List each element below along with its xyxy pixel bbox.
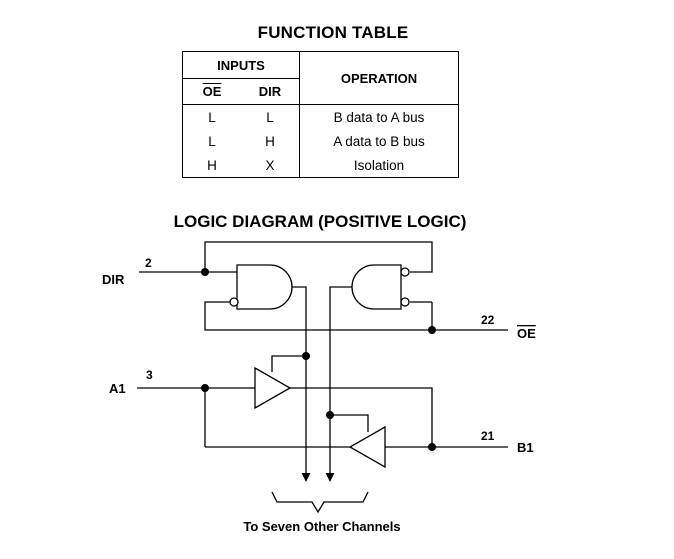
logic-diagram-title: LOGIC DIAGRAM (POSITIVE LOGIC): [174, 212, 467, 231]
table-row: L L B data to A bus: [183, 104, 459, 129]
function-table: INPUTS OPERATION OE DIR L L B data to A …: [182, 51, 459, 178]
dir-cell: L: [241, 104, 300, 129]
dir-cell: X: [241, 153, 300, 178]
table-row: L H A data to B bus: [183, 129, 459, 153]
oe-wire: [204, 301, 508, 331]
junction-dot: [326, 411, 334, 419]
b1-pin-number: 21: [481, 429, 495, 443]
junction-dot: [201, 384, 209, 392]
oe-cell: L: [208, 133, 216, 149]
buffer-output-wire: [290, 387, 433, 447]
oe-cell: H: [207, 157, 217, 173]
inputs-header: INPUTS: [182, 51, 300, 79]
ba-enable-wire: [330, 414, 369, 432]
dir-pin-number: 2: [145, 256, 152, 270]
left-gate-inversion-bubble: [229, 297, 239, 307]
operation-cell: Isolation: [353, 157, 405, 173]
junction-dot: [201, 268, 209, 276]
channels-brace: [271, 491, 369, 514]
function-table-title: FUNCTION TABLE: [257, 23, 409, 42]
b1-label: B1: [517, 440, 534, 455]
b-to-a-buffer: [348, 425, 386, 469]
dir-column-header: DIR: [241, 78, 300, 105]
junction-dot: [428, 443, 436, 451]
enable-down-arrow-right: [325, 286, 352, 482]
table-row: H X Isolation: [183, 153, 459, 178]
dir-loop-wire: [204, 241, 433, 273]
dir-cell: H: [241, 129, 300, 153]
right-nand-gate: [351, 264, 402, 310]
oe-cell: L: [208, 109, 216, 125]
operation-header: OPERATION: [299, 51, 459, 105]
right-gate-bubble-bottom: [400, 297, 410, 307]
operation-cell: A data to B bus: [333, 133, 425, 149]
oe-column-header: OE: [182, 78, 241, 105]
oe-pin-number: 22: [481, 313, 495, 327]
footer-label: To Seven Other Channels: [243, 519, 400, 534]
oe-label: OE: [517, 326, 536, 341]
dir-label: DIR: [102, 272, 125, 287]
right-gate-bubble-top: [400, 267, 410, 277]
a1-pin-number: 3: [146, 368, 153, 382]
junction-dot: [428, 326, 436, 334]
left-nand-gate: [236, 264, 293, 310]
junction-dot: [302, 352, 310, 360]
operation-cell: B data to A bus: [333, 109, 425, 125]
a1-label: A1: [109, 381, 126, 396]
a-to-b-buffer: [254, 366, 292, 410]
